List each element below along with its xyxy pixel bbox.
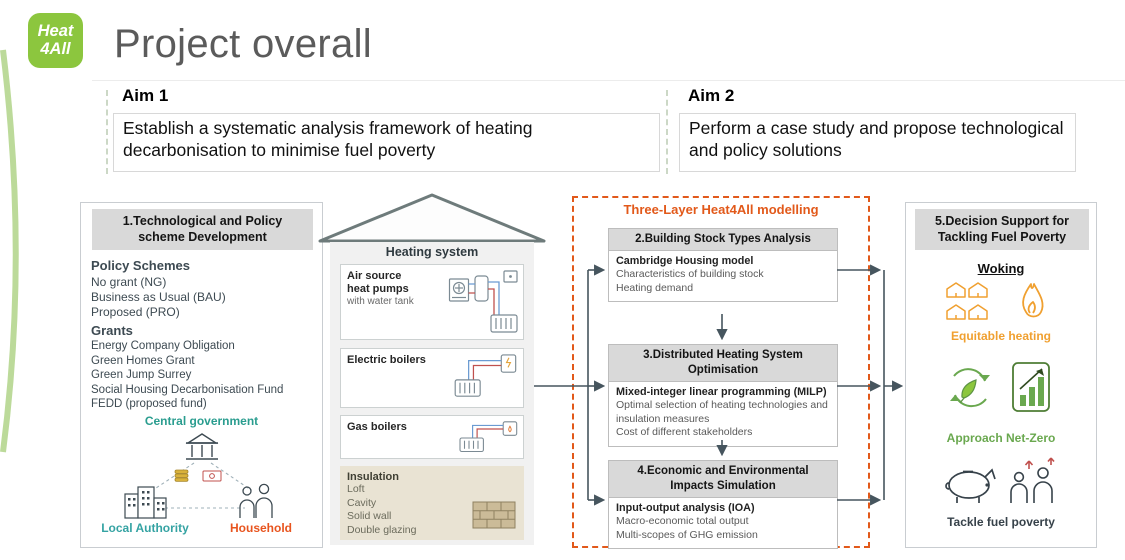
local-authority-buildings-icon [124, 486, 167, 519]
policy-panel-header: 1.Technological and Policy scheme Develo… [92, 209, 313, 250]
detail-line: Cost of different stakeholders [616, 426, 753, 439]
list-item: Green Homes Grant [91, 354, 195, 367]
detail-line: Macro-economic total output [616, 515, 749, 528]
list-item: Social Housing Decarbonisation Fund [91, 383, 284, 396]
house-roof [318, 193, 546, 243]
aim2-label: Aim 2 [688, 86, 735, 105]
heating-system-house: Heating system Air source heat pumps wit… [330, 242, 534, 545]
aim1-dashed-separator [106, 90, 108, 174]
list-item: Energy Company Obligation [91, 340, 235, 352]
insulation-box: Insulation Loft Cavity Solid wall Double… [340, 466, 524, 540]
fuel-poverty-label: Tackle fuel poverty [947, 515, 1055, 529]
central-government-label: Central government [144, 414, 259, 428]
grant-coins-icon [174, 469, 189, 482]
list-item: Double glazing [347, 523, 417, 536]
policy-schemes-heading: Policy Schemes [91, 258, 190, 273]
impacts-simulation-box: 4.Economic and Environmental Impacts Sim… [608, 460, 838, 550]
gas-boiler-schematic-icon [459, 421, 518, 453]
list-item: Business as Usual (BAU) [91, 290, 226, 304]
box-header: 3.Distributed Heating System Optimisatio… [609, 345, 837, 382]
page-title: Project overall [114, 22, 372, 66]
piggy-bank-people-icon [945, 457, 1055, 503]
system-name: Air source heat pumps [347, 270, 409, 296]
building-stock-box: 2.Building Stock Types Analysis Cambridg… [608, 228, 838, 303]
stakeholder-triangle-links [152, 462, 252, 509]
local-authority-label: Local Authority [101, 521, 189, 535]
system-subtext: with water tank [347, 296, 414, 308]
method-name: Input-output analysis (IOA) [616, 501, 755, 514]
electric-boiler-box: Electric boilers [340, 348, 524, 408]
houses-flame-icon [946, 282, 1044, 320]
net-zero-label: Approach Net-Zero [946, 431, 1056, 445]
grants-list: Energy Company Obligation Green Homes Gr… [91, 339, 283, 412]
government-stakeholder-diagram [124, 433, 273, 519]
heat4all-logo: Heat 4All [28, 13, 83, 68]
list-item: No grant (NG) [91, 275, 167, 289]
bank-icon [185, 433, 219, 460]
equitable-heating-icon-row [906, 279, 1096, 327]
detail-line: Multi-scopes of GHG emission [616, 528, 758, 541]
logo-line2: 4All [40, 39, 71, 58]
brick-wall-icon [472, 501, 516, 529]
system-name: Gas boilers [347, 421, 407, 433]
aim1-label: Aim 1 [122, 86, 169, 105]
list-item: Proposed (PRO) [91, 305, 180, 319]
household-family-icon [239, 483, 273, 518]
logo-line1: Heat [37, 22, 74, 41]
detail-line: Characteristics of building stock [616, 268, 764, 281]
electric-boiler-schematic-icon [454, 354, 517, 397]
list-item: FEDD (proposed fund) [91, 398, 207, 411]
three-layer-modelling-container: Three-Layer Heat4All modelling 2.Buildin… [572, 196, 870, 550]
method-name: Mixed-integer linear programming (MILP) [616, 385, 827, 398]
heating-optimisation-box: 3.Distributed Heating System Optimisatio… [608, 344, 838, 447]
leaf-recycle-barchart-icon [950, 362, 1050, 412]
policy-development-panel: 1.Technological and Policy scheme Develo… [80, 202, 323, 548]
fuel-poverty-icon-row [906, 455, 1096, 507]
heat-pump-schematic-icon [448, 270, 518, 333]
policy-schemes-list: No grant (NG) Business as Usual (BAU) Pr… [91, 275, 226, 320]
heating-system-title: Heating system [385, 245, 479, 259]
title-divider [92, 80, 1125, 81]
list-item: Loft [347, 483, 365, 495]
grants-heading: Grants [91, 323, 133, 338]
list-item: Green Jump Surrey [91, 369, 192, 382]
aim2-box: Perform a case study and propose technol… [679, 113, 1076, 172]
decision-panel-header: 5.Decision Support for Tackling Fuel Pov… [915, 209, 1089, 250]
box-header: 2.Building Stock Types Analysis [609, 229, 837, 251]
detail-line: Heating demand [616, 281, 694, 294]
case-study-label: Woking [977, 261, 1025, 276]
aim2-dashed-separator [666, 90, 668, 174]
system-name: Electric boilers [347, 354, 426, 366]
heat-pump-box: Air source heat pumps with water tank [340, 264, 524, 340]
aim1-box: Establish a systematic analysis framewor… [113, 113, 660, 172]
method-name: Cambridge Housing model [616, 254, 754, 267]
insulation-heading: Insulation [347, 471, 399, 483]
modelling-title: Three-Layer Heat4All modelling [623, 202, 819, 217]
decision-support-panel: 5.Decision Support for Tackling Fuel Pov… [905, 202, 1097, 548]
list-item: Solid wall [347, 510, 392, 523]
list-item: Cavity [347, 496, 377, 509]
grant-banknote-icon [202, 470, 222, 482]
box-header: 4.Economic and Environmental Impacts Sim… [609, 461, 837, 498]
net-zero-icon-row [906, 359, 1096, 419]
green-curve-decoration [0, 49, 19, 453]
equitable-heating-label: Equitable heating [950, 329, 1051, 343]
gas-boiler-box: Gas boilers [340, 415, 524, 459]
detail-line: Optimal selection of heating technologie… [616, 399, 828, 425]
household-label: Household [230, 521, 292, 535]
